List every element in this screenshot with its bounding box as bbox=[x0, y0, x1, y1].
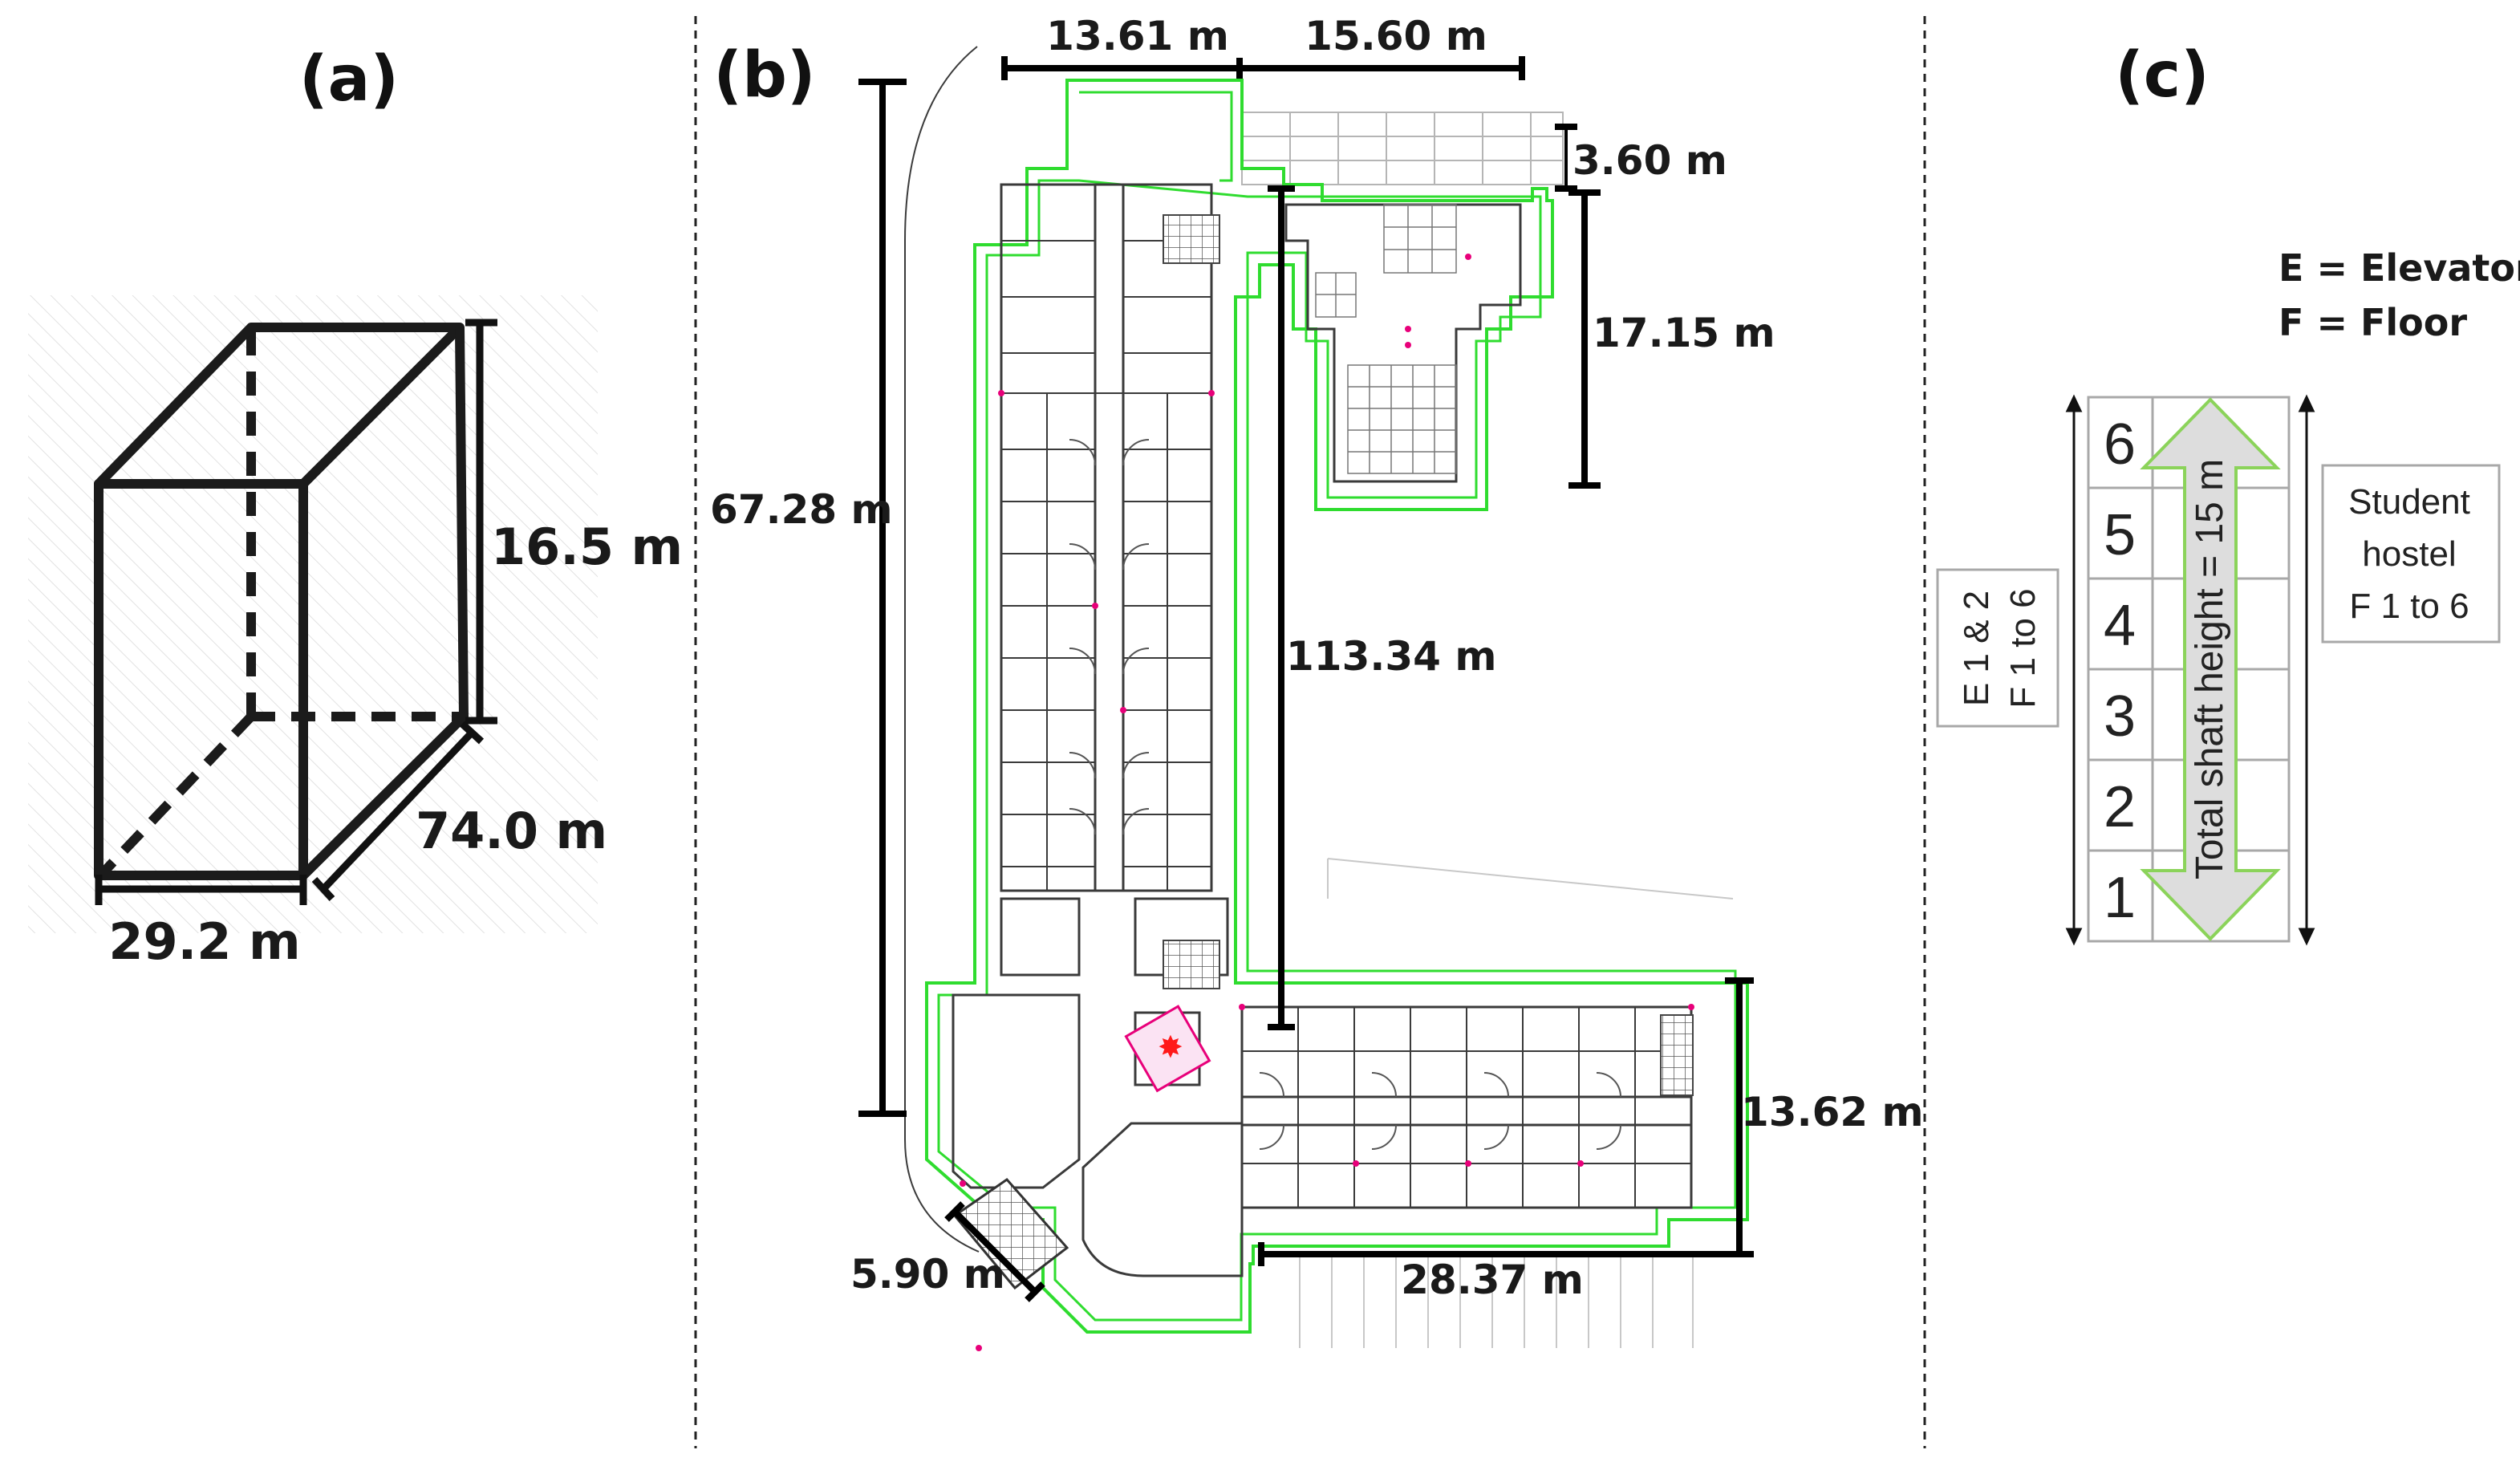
width-label: 29.2 m bbox=[108, 912, 300, 971]
floor-6: 6 bbox=[2104, 412, 2136, 477]
hostel-line1: Student bbox=[2348, 482, 2470, 522]
room-grid-main bbox=[1001, 240, 1211, 891]
height-dimension bbox=[465, 319, 497, 725]
annex-tiles bbox=[1315, 204, 1457, 474]
floor-5: 5 bbox=[2104, 503, 2136, 567]
floor-4: 4 bbox=[2104, 594, 2136, 658]
panel-b: (b) bbox=[710, 13, 1924, 1351]
door-swings bbox=[1069, 439, 1621, 1150]
floor-plan: ✸ bbox=[904, 46, 1749, 1351]
svg-text:✸: ✸ bbox=[1158, 1029, 1183, 1065]
markers bbox=[960, 254, 1694, 1351]
lift-core: ✸ bbox=[1124, 1005, 1211, 1093]
dim-east-wing-width: 13.62 m bbox=[1741, 1089, 1924, 1135]
floor-3: 3 bbox=[2104, 684, 2136, 749]
panel-b-label: (b) bbox=[713, 39, 815, 112]
floor-2: 2 bbox=[2104, 775, 2136, 839]
site-lines bbox=[1299, 858, 1734, 1348]
dim-top-offset: 3.60 m bbox=[1572, 137, 1727, 184]
shaft-height-label: Total shaft height = 15 m bbox=[2189, 459, 2231, 879]
elevator-line2: F 1 to 6 bbox=[2003, 588, 2043, 708]
hatch-background bbox=[28, 295, 598, 933]
dimension-lines bbox=[858, 56, 1754, 1302]
hostel-line2: hostel bbox=[2362, 534, 2456, 574]
elevator-text: E 1 & 2 F 1 to 6 bbox=[1957, 588, 2043, 708]
box-drawing bbox=[94, 323, 469, 880]
stairs-mid bbox=[1163, 940, 1220, 989]
panel-a-label: (a) bbox=[299, 43, 399, 116]
elevator-box bbox=[1936, 568, 2059, 728]
elevator-line1: E 1 & 2 bbox=[1957, 591, 1996, 706]
room-grid-east bbox=[1242, 1007, 1691, 1208]
panel-a: (a) 16.5 m 74.0 m bbox=[28, 43, 683, 971]
stairs-east bbox=[1660, 1014, 1694, 1096]
dim-east-wing-length: 28.37 m bbox=[1401, 1257, 1584, 1303]
floor-1: 1 bbox=[2104, 866, 2136, 930]
dim-annex-depth: 17.15 m bbox=[1593, 310, 1775, 356]
shaft-arrow bbox=[2140, 397, 2281, 941]
hostel-line3: F 1 to 6 bbox=[2349, 587, 2469, 626]
width-dimension bbox=[95, 875, 307, 905]
entrance-steps bbox=[952, 1178, 1069, 1290]
dim-wing-length: 67.28 m bbox=[710, 486, 893, 533]
side-arrows bbox=[2065, 394, 2315, 946]
hostel-box bbox=[2321, 464, 2501, 644]
panel-c: (c) E = Elevator F = Floor 6 5 4 3 2 1 T… bbox=[1936, 39, 2520, 946]
panel-c-label: (c) bbox=[2115, 39, 2210, 112]
canopy-grid bbox=[1241, 112, 1564, 185]
dim-total-length: 113.34 m bbox=[1286, 633, 1496, 680]
stairs-top bbox=[1163, 214, 1220, 264]
dim-top-left: 13.61 m bbox=[1046, 13, 1229, 59]
depth-label: 74.0 m bbox=[416, 802, 607, 860]
floor-numbers: 6 5 4 3 2 1 bbox=[2104, 412, 2136, 930]
legend-elevator: E = Elevator bbox=[2279, 246, 2520, 290]
legend-floor: F = Floor bbox=[2279, 301, 2467, 344]
height-label: 16.5 m bbox=[491, 518, 683, 576]
dim-top-right: 15.60 m bbox=[1305, 13, 1487, 59]
dim-entrance-width: 5.90 m bbox=[850, 1251, 1005, 1297]
depth-dimension bbox=[311, 721, 485, 902]
